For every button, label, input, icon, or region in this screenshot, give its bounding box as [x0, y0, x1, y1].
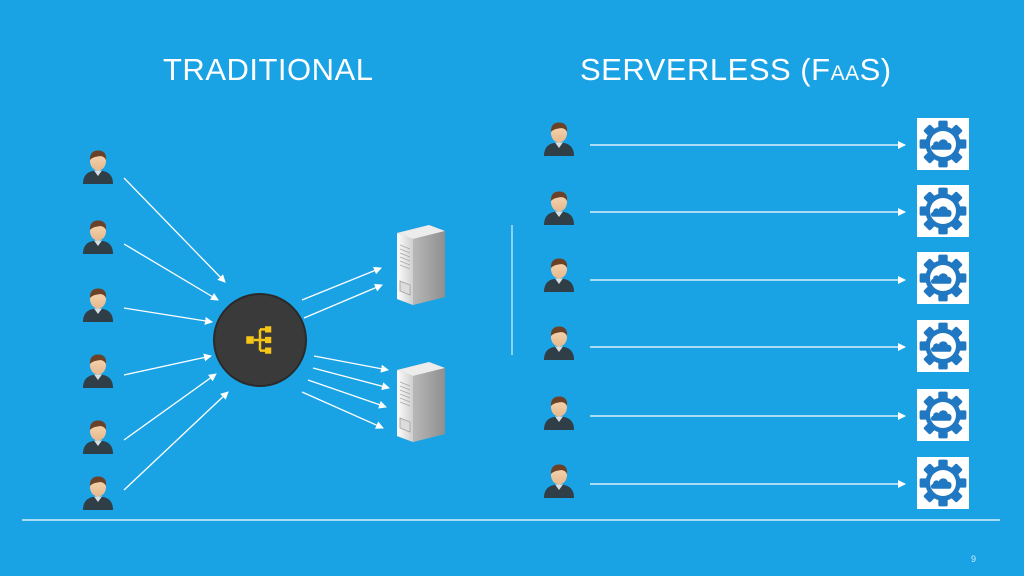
cloud-gear-icon	[917, 389, 969, 441]
server-icon	[396, 225, 446, 305]
serverless-users	[544, 122, 574, 498]
balancer-to-server-arrows	[301, 266, 390, 429]
user-icon	[544, 191, 574, 225]
cloud-gear-icon	[917, 457, 969, 509]
user-icon	[83, 150, 113, 184]
user-icon	[544, 122, 574, 156]
serverless-title: SERVERLESS (FAAS)	[580, 52, 892, 87]
user-icon	[544, 464, 574, 498]
server-icon	[396, 362, 446, 442]
cloud-gear-icon	[917, 252, 969, 304]
cloud-gear-icon	[917, 185, 969, 237]
user-to-balancer-arrows	[123, 177, 229, 491]
cloud-gear-icon	[917, 320, 969, 372]
user-icon	[83, 220, 113, 254]
functions	[917, 118, 969, 509]
user-icon	[83, 288, 113, 322]
user-icon	[83, 354, 113, 388]
user-icon	[544, 258, 574, 292]
user-icon	[544, 396, 574, 430]
traditional-users	[83, 150, 113, 510]
user-icon	[544, 326, 574, 360]
page-number: 9	[970, 554, 976, 564]
user-icon	[83, 476, 113, 510]
user-to-function-arrows	[590, 141, 906, 488]
cloud-gear-icon	[917, 118, 969, 170]
user-icon	[83, 420, 113, 454]
traditional-title: TRADITIONAL	[163, 52, 374, 87]
load-balancer	[213, 293, 307, 387]
